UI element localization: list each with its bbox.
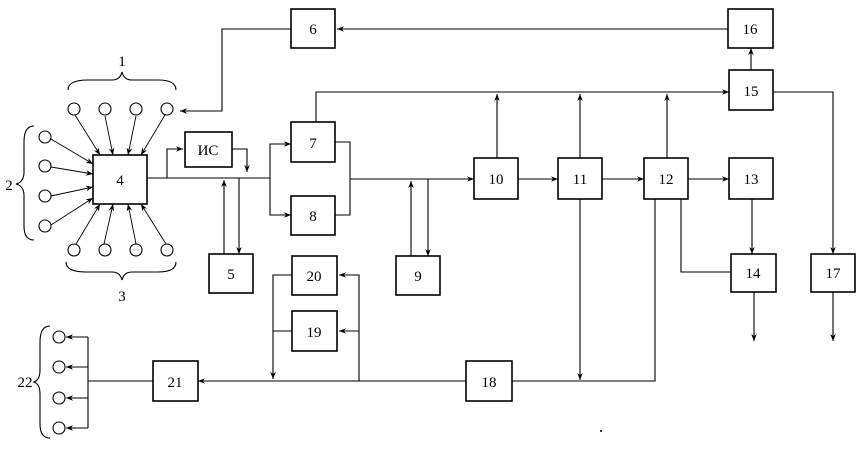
sensor-group-2 [15,125,52,241]
sensor-circle [38,130,52,144]
sensor-circle [67,102,81,116]
link-6-to-sensors [180,28,291,114]
block-is: ИС [184,131,233,168]
sensor-circle [98,102,112,116]
block-11: 11 [557,157,603,200]
group-label-22: 22 [18,375,33,391]
block-7: 7 [290,121,336,163]
block-9: 9 [395,255,441,296]
link-to-7 [269,141,291,178]
block-12-label: 12 [659,172,674,188]
link-12-to-14 [680,199,731,273]
indicator-group-22 [32,325,66,439]
block-4-label: 4 [116,173,124,189]
block-14-label: 14 [746,266,762,282]
block-8-label: 8 [309,209,317,225]
block-20: 20 [291,255,338,296]
block-11-label: 11 [573,172,587,188]
sensor-circle [38,219,52,233]
link-15-to-17 [773,91,836,254]
block-15-label: 15 [744,84,759,100]
link-to-8 [269,178,291,218]
group-label-1: 1 [118,54,126,70]
indicator-circle [52,421,66,435]
block-15: 15 [728,69,774,111]
block-18: 18 [465,360,513,402]
block-8: 8 [290,195,336,236]
block-7-label: 7 [309,136,317,152]
block-14: 14 [730,253,777,293]
brace-22 [32,325,51,439]
link-4-to-is [147,146,183,179]
group-label-2: 2 [5,178,13,194]
block-6-label: 6 [309,22,317,38]
sensor-group-3 [65,243,177,281]
block-21-label: 21 [168,375,183,391]
sensor-circle [160,243,174,257]
block-5: 5 [208,253,254,294]
block-4: 4 [92,154,148,205]
block-19-label: 19 [307,325,322,341]
brace-2 [15,125,35,241]
block-10-label: 10 [489,172,504,188]
block-13: 13 [728,157,774,200]
link-from-8 [335,179,351,216]
sensor-circle [129,243,143,257]
sensor-circle [160,102,174,116]
block-20-label: 20 [307,269,322,285]
indicator-circle [52,391,66,405]
block-17-label: 17 [826,266,842,282]
indicator-circle [52,360,66,374]
block-12: 12 [643,157,689,200]
block-is-label: ИС [198,143,219,159]
link-is-out [232,148,250,172]
sensor-circle [38,159,52,173]
stray-dot [600,430,602,432]
sensor-arrows [50,114,167,245]
link-to-20 [339,272,360,381]
indicator-circle [52,330,66,344]
sensor-circle [67,243,81,257]
block-9-label: 9 [414,269,422,285]
sensor-circle [38,189,52,203]
brace-3 [65,261,177,281]
block-16-label: 16 [743,22,759,38]
connections [66,26,836,431]
link-12-down [512,199,656,382]
block-10: 10 [473,157,519,200]
group-label-3: 3 [118,289,126,305]
block-6: 6 [290,8,336,49]
sensor-circle [129,102,143,116]
sensor-group-1 [67,71,177,116]
block-13-label: 13 [744,172,759,188]
block-17: 17 [810,253,856,293]
block-16: 16 [727,8,774,49]
block-21: 21 [152,360,199,402]
top-bus-to-15 [315,89,729,122]
sensor-circle [98,243,112,257]
link-from-7 [335,141,351,179]
block-5-label: 5 [227,267,235,283]
link-20-out [270,274,292,379]
brace-1 [67,71,177,91]
block-19: 19 [291,310,338,352]
block-18-label: 18 [482,375,497,391]
